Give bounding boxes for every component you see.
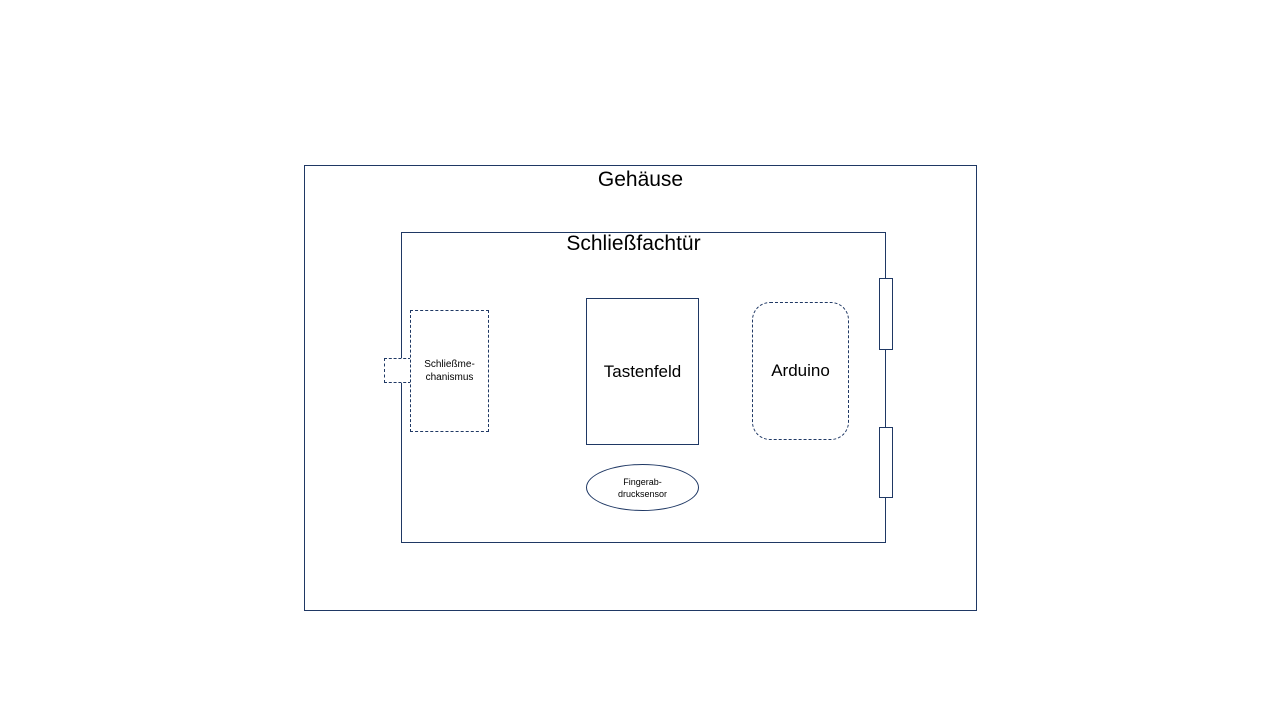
keypad-label: Tastenfeld <box>603 361 682 381</box>
fingerprint-sensor: Fingerab- drucksensor <box>586 464 699 511</box>
keypad-box: Tastenfeld <box>586 298 699 445</box>
hinge-bottom <box>879 427 893 498</box>
hinge-top <box>879 278 893 350</box>
lock-label-line2: chanismus <box>425 372 474 383</box>
lock-bolt <box>384 358 411 383</box>
lock-mechanism-box: Schließme- chanismus <box>410 310 489 432</box>
housing-label: Gehäuse <box>597 168 684 191</box>
fingerprint-label-line2: drucksensor <box>617 488 668 499</box>
arduino-label: Arduino <box>771 361 830 380</box>
fingerprint-label-line1: Fingerab- <box>623 476 662 487</box>
arduino-box: Arduino <box>752 302 849 440</box>
door-label: Schließfachtür <box>566 232 701 255</box>
lock-label-line1: Schließme- <box>424 359 475 370</box>
